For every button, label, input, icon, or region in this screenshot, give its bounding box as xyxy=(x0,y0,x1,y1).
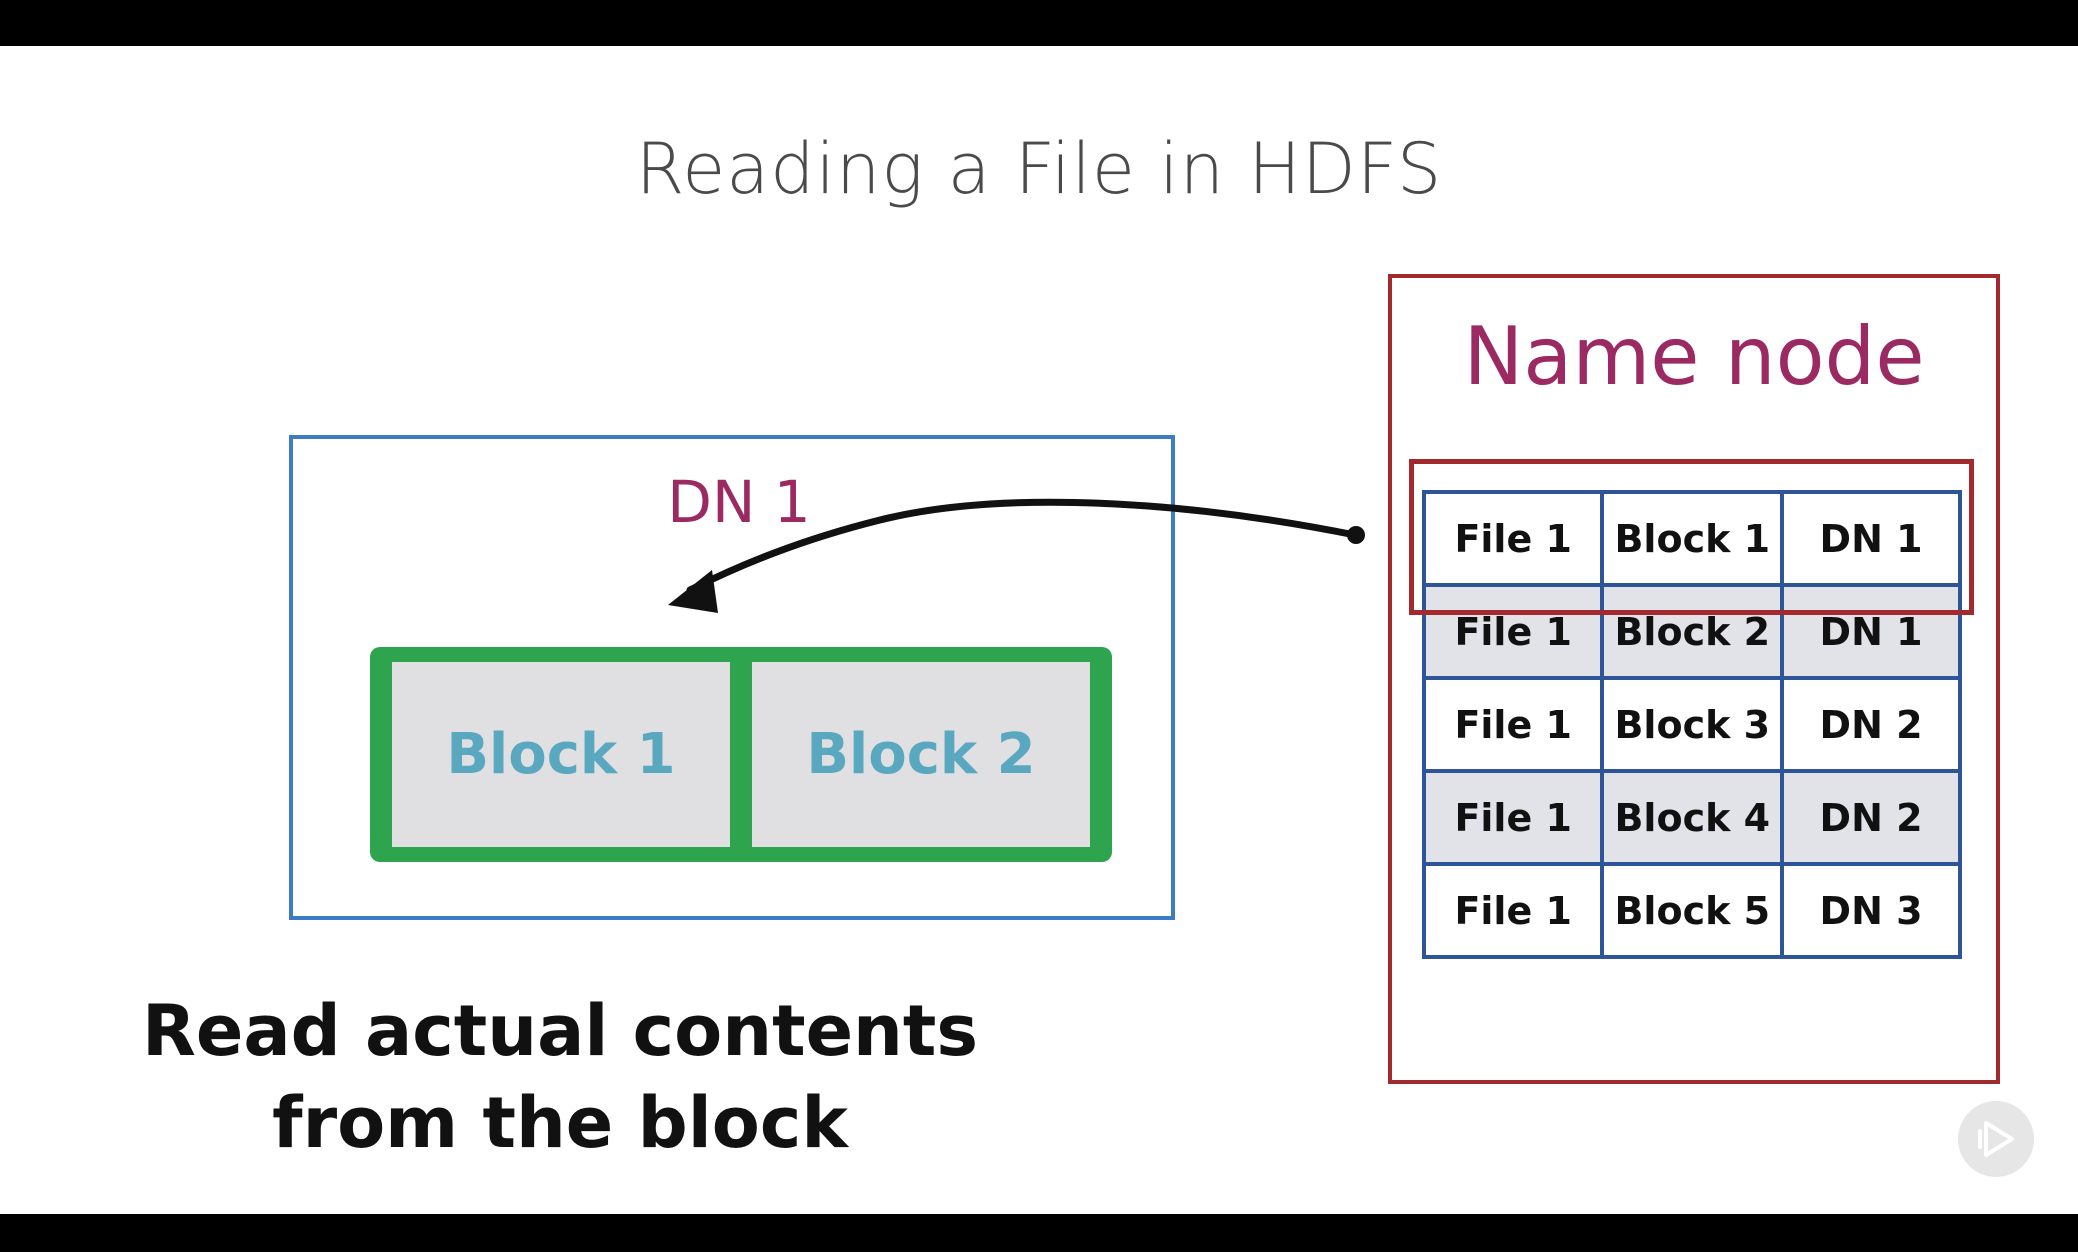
table-cell: DN 2 xyxy=(1780,676,1962,773)
namenode-box xyxy=(1388,274,2000,1084)
table-cell: Block 4 xyxy=(1600,769,1785,866)
datanode-box xyxy=(289,435,1175,920)
table-cell: Block 5 xyxy=(1600,862,1785,959)
block-1: Block 1 xyxy=(392,662,730,847)
caption-line-1: Read actual contents xyxy=(141,990,979,1072)
table-cell: File 1 xyxy=(1421,769,1605,866)
block-2: Block 2 xyxy=(752,662,1090,847)
caption: Read actual contents from the block xyxy=(110,985,1010,1169)
highlighted-row-outline xyxy=(1409,459,1974,615)
table-cell: File 1 xyxy=(1421,583,1605,680)
play-icon-glyph xyxy=(1978,1121,2014,1157)
table-cell: DN 2 xyxy=(1780,769,1962,866)
table-cell: File 1 xyxy=(1421,862,1605,959)
table-cell: Block 1 xyxy=(1600,490,1785,587)
caption-line-2: from the block xyxy=(272,1082,848,1164)
table-cell: DN 3 xyxy=(1780,862,1962,959)
table-cell: Block 2 xyxy=(1600,583,1785,680)
table-cell: Block 3 xyxy=(1600,676,1785,773)
datanode-label: DN 1 xyxy=(667,468,811,536)
play-icon[interactable] xyxy=(1958,1101,2034,1177)
table-cell: File 1 xyxy=(1421,676,1605,773)
table-cell: File 1 xyxy=(1421,490,1605,587)
namenode-label: Name node xyxy=(1463,310,1925,403)
table-cell: DN 1 xyxy=(1780,490,1962,587)
slide-title: Reading a File in HDFS xyxy=(635,128,1443,210)
table-cell: DN 1 xyxy=(1780,583,1962,680)
